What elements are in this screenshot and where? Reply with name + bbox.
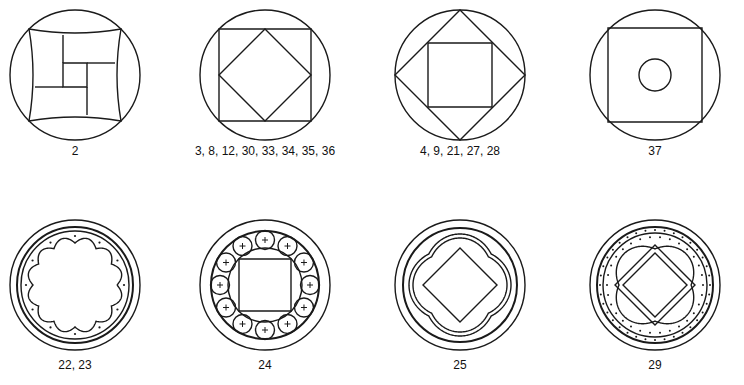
square-circle-medallion (590, 10, 720, 140)
rosette-square-medallion (200, 220, 330, 350)
figure-number: 4, 9, 21, 27, 28 (420, 144, 500, 158)
figure-number: 3, 8, 12, 30, 33, 34, 35, 36 (195, 144, 335, 158)
figure-number: 37 (648, 144, 661, 158)
banded-diamond-medallion (395, 220, 525, 350)
dotted-lobed-medallion (590, 220, 720, 350)
figure-number: 24 (258, 358, 271, 372)
square-diamond-medallion (200, 10, 330, 140)
figure-number: 2 (72, 144, 79, 158)
diamond-square-medallion (395, 10, 525, 140)
pinwheel-medallion (10, 10, 140, 140)
scalloped-ring-medallion (10, 220, 140, 350)
figure-number: 29 (648, 358, 661, 372)
figure-number: 25 (453, 358, 466, 372)
figure-number: 22, 23 (58, 358, 91, 372)
